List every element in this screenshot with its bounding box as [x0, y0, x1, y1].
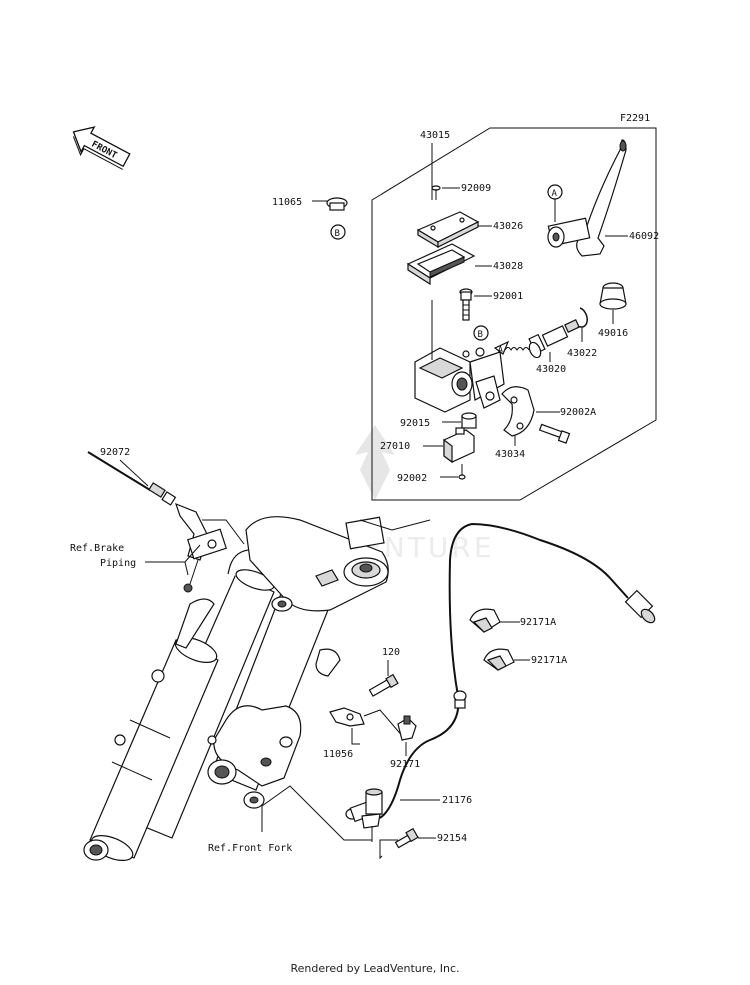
label-92072: 92072 — [100, 447, 130, 458]
boot-49016 — [599, 282, 627, 310]
label-43020: 43020 — [536, 364, 566, 375]
label-43022: 43022 — [567, 348, 597, 359]
label-92171A-upper: 92171A — [520, 617, 556, 628]
callout-b-circle — [330, 224, 346, 240]
label-46092: 46092 — [629, 231, 659, 242]
clip-92171A-lower — [483, 648, 515, 671]
label-92001: 92001 — [493, 291, 523, 302]
ref-brake-line1: Ref.Brake — [70, 543, 124, 554]
label-120: 120 — [382, 647, 400, 658]
clamp-43034 — [501, 386, 535, 437]
callout-b2-circle — [473, 325, 489, 341]
master-cylinder-body — [414, 300, 505, 413]
front-arrow-icon: FRONT — [72, 126, 131, 170]
callout-a-small: A — [498, 345, 503, 354]
front-fork-assembly — [83, 516, 431, 862]
label-49016: 49016 — [598, 328, 628, 339]
sensor-connector — [624, 589, 656, 624]
label-11056: 11056 — [323, 749, 353, 760]
label-92009: 92009 — [461, 183, 491, 194]
label-43015: 43015 — [420, 130, 450, 141]
switch-27010 — [443, 427, 475, 464]
sensor-21176 — [345, 788, 383, 829]
label-43026: 43026 — [493, 221, 523, 232]
label-27010: 27010 — [380, 441, 410, 452]
callout-a-label: A — [552, 189, 558, 199]
bracket-11056 — [329, 707, 365, 727]
label-92002: 92002 — [397, 473, 427, 484]
bolt-92001 — [459, 288, 473, 321]
footer-credit: Rendered by LeadVenture, Inc. — [290, 962, 460, 975]
label-43034: 43034 — [495, 449, 525, 460]
label-11065: 11065 — [272, 197, 302, 208]
diaphragm-43028 — [406, 243, 476, 286]
screw-92002 — [458, 464, 466, 480]
clip-92171A-upper — [469, 608, 501, 633]
cover-43026 — [416, 211, 480, 249]
nut-92015 — [461, 412, 477, 429]
ref-brake-line2: Piping — [100, 558, 136, 569]
label-92171A-lower: 92171A — [531, 655, 567, 666]
label-43028: 43028 — [493, 261, 523, 272]
sensor-cable — [448, 522, 629, 697]
clip-92171 — [397, 715, 417, 741]
lever-46092 — [547, 139, 627, 257]
bolt-120 — [368, 673, 399, 697]
callout-b2-label: B — [478, 330, 483, 340]
ref-front-fork: Ref.Front Fork — [208, 843, 292, 854]
cap-11065 — [326, 197, 348, 211]
piston-43020 — [504, 319, 580, 362]
label-92154: 92154 — [437, 833, 467, 844]
cable-grommet — [453, 690, 467, 709]
label-92002A: 92002A — [560, 407, 596, 418]
callout-b-label: B — [335, 229, 340, 239]
circlip-43022 — [577, 307, 588, 328]
bolt-92154 — [394, 827, 419, 849]
figure-code: F2291 — [620, 113, 650, 124]
label-21176: 21176 — [442, 795, 472, 806]
label-92015: 92015 — [400, 418, 430, 429]
hose-fitting-92072 — [87, 451, 245, 593]
bolt-92002A — [538, 423, 571, 444]
screw-92009 — [431, 185, 441, 200]
callout-a-triangle — [493, 340, 510, 355]
assembly-box — [371, 127, 657, 501]
